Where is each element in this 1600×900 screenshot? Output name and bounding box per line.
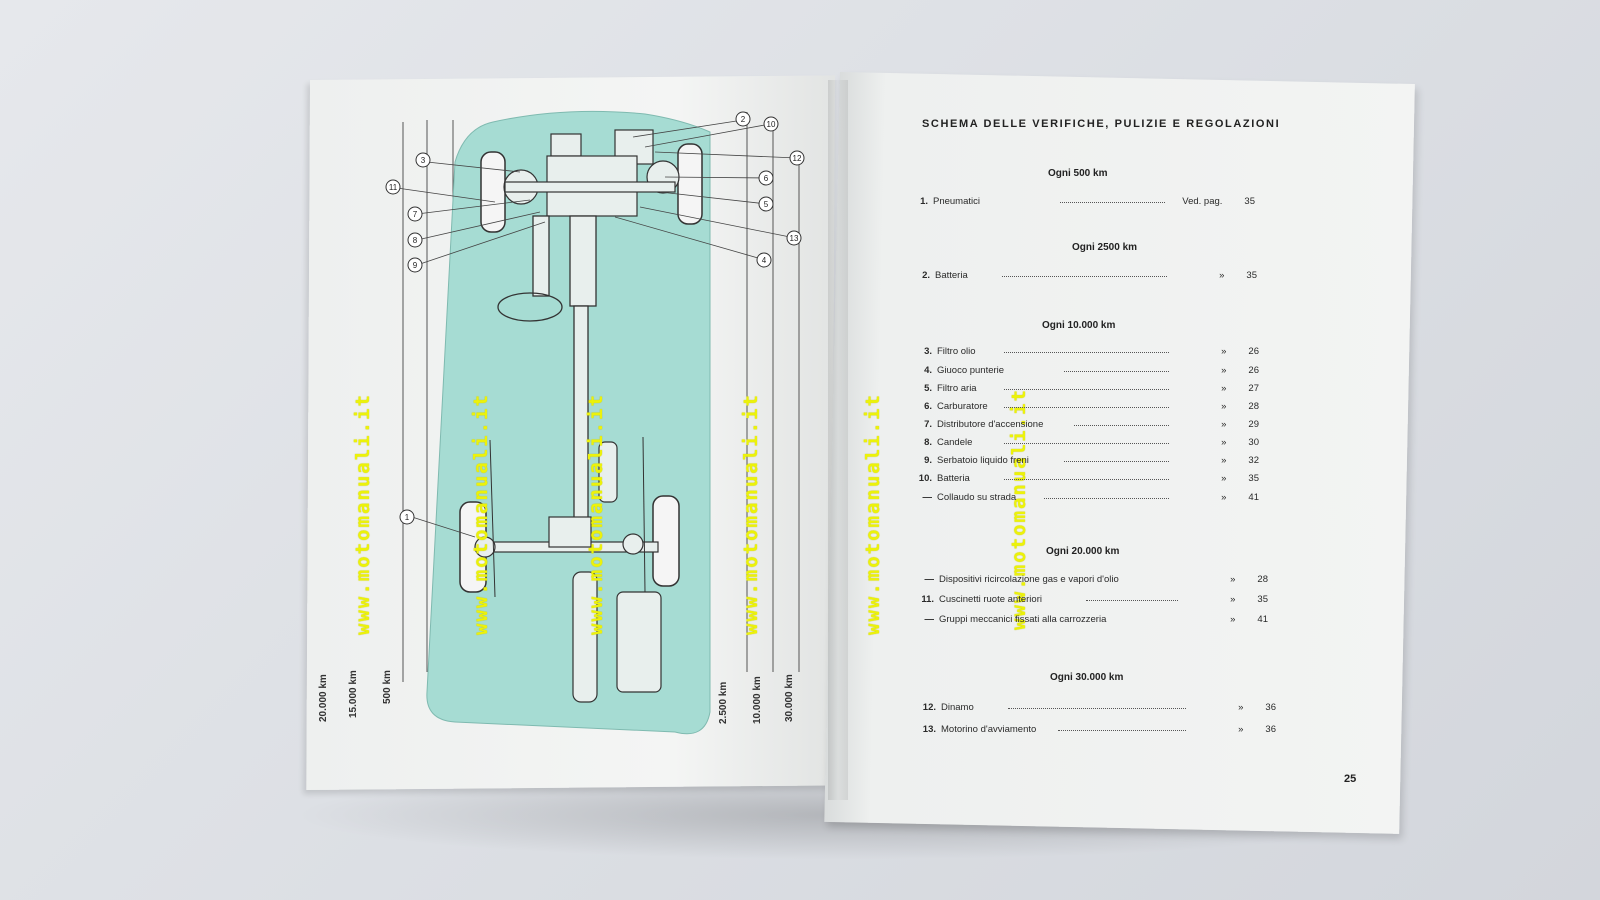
callout-6: 6 [764,174,769,183]
list-item: 7.Distributore d'accensione »29 [924,419,1259,430]
list-item: 6.Carburatore »28 [924,401,1259,412]
book-gutter [828,80,848,800]
section-heading-2500: Ogni 2500 km [1072,242,1138,253]
list-item: 5.Filtro aria »27 [924,383,1259,394]
list-item: 8.Candele »30 [924,437,1259,448]
list-item: 12.Dinamo »36 [922,702,1276,713]
km-label-30000: 30.000 km [784,674,795,722]
list-item: 1.Pneumatici Ved. pag.35 [920,196,1255,207]
front-left-wheel [480,151,506,233]
rear-axle [474,436,659,598]
list-item: 4.Giuoco punterie »26 [924,365,1259,376]
list-item: —Collaudo su strada »41 [922,492,1260,503]
page-title: SCHEMA DELLE VERIFICHE, PULIZIE E REGOLA… [922,118,1281,130]
km-label-20000: 20.000 km [318,674,329,722]
list-item: 13.Motorino d'avviamento »36 [922,724,1276,735]
front-right-wheel [677,143,703,225]
callout-9: 9 [413,261,418,270]
callout-3: 3 [421,156,426,165]
right-page [824,72,1415,834]
rear-right-wheel [652,495,680,587]
watermark: www.motomanuali.it [862,393,884,635]
section-heading-500: Ogni 500 km [1048,168,1108,179]
watermark: www.motomanuali.it [585,393,607,635]
watermark: www.motomanuali.it [740,393,762,635]
callout-2: 2 [741,115,746,124]
list-item: 10.Batteria »35 [918,473,1259,484]
chassis-diagram: 1 2 3 4 5 6 7 8 9 10 11 12 13 [385,110,805,735]
watermark: www.motomanuali.it [352,393,374,635]
callout-8: 8 [413,236,418,245]
km-label-2500: 2.500 km [718,681,729,724]
list-item: 3.Filtro olio »26 [924,346,1259,357]
fuel-tank [616,591,662,693]
car-body-outline [426,110,711,735]
km-label-10000: 10.000 km [752,676,763,724]
section-heading-10000: Ogni 10.000 km [1042,320,1116,331]
list-item: —Dispositivi ricircolazione gas e vapori… [924,574,1269,585]
list-item: 2.Batteria »35 [922,270,1257,281]
callout-13: 13 [790,234,799,243]
watermark: www.motomanuali.it [470,393,492,635]
page-number: 25 [1344,773,1357,785]
list-item: 9.Serbatoio liquido freni »32 [924,455,1259,466]
muffler [572,571,598,703]
section-heading-30000: Ogni 30.000 km [1050,672,1124,683]
list-item: —Gruppi meccanici fissati alla carrozzer… [924,614,1269,625]
callout-7: 7 [413,210,418,219]
callout-11: 11 [389,183,398,192]
engine-assembly [503,129,680,217]
km-label-500: 500 km [382,670,393,704]
callout-1: 1 [405,513,410,522]
callout-12: 12 [793,154,802,163]
callout-10: 10 [767,120,776,129]
callout-5: 5 [764,200,769,209]
section-heading-20000: Ogni 20.000 km [1046,546,1120,557]
km-label-15000: 15.000 km [348,670,359,718]
callout-4: 4 [762,256,767,265]
list-item: 11.Cuscinetti ruote anteriori »35 [921,594,1268,605]
